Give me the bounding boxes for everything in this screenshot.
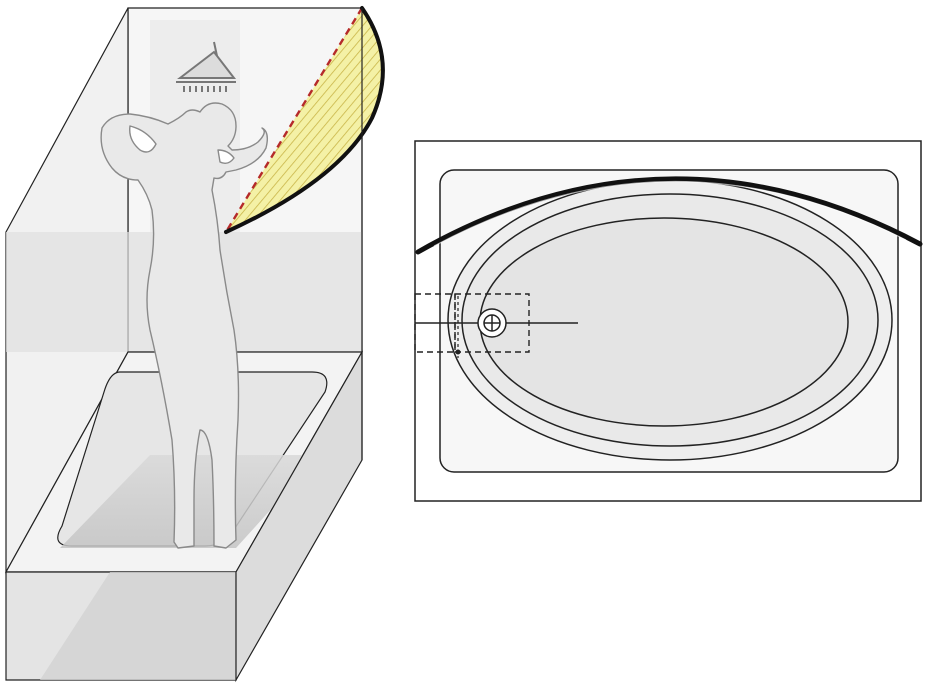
plan-view	[414, 140, 923, 502]
plan-dashed-box-left	[414, 293, 456, 353]
plan-basin-oval	[479, 217, 849, 427]
plan-rail-inner-line	[433, 180, 907, 247]
plan-overflow-dot	[455, 349, 461, 355]
curved-rail	[224, 6, 385, 234]
plan-curved-rail	[415, 176, 923, 255]
perspective-view	[4, 6, 385, 683]
curved-screen-area	[226, 8, 383, 232]
drain-icon	[477, 308, 507, 338]
tub-front-shadow	[40, 572, 236, 680]
shower-head-icon	[176, 41, 237, 92]
screen-chord-dashed	[224, 7, 364, 233]
person-figure	[100, 102, 269, 549]
